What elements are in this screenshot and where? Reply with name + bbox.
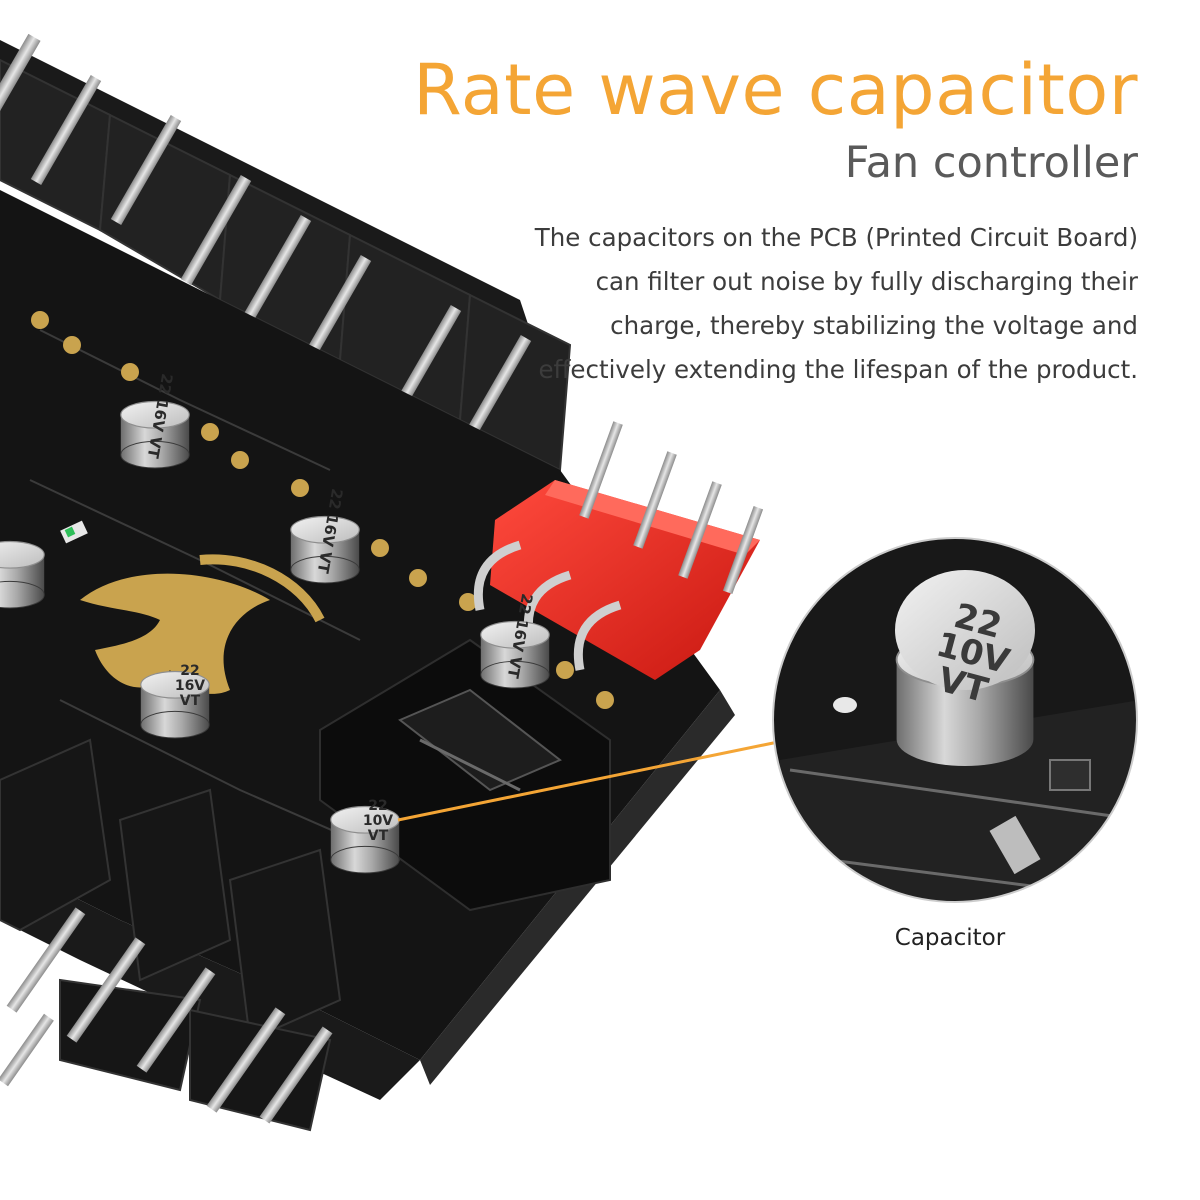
callout-label: Capacitor — [894, 925, 1006, 951]
red-power-header — [473, 421, 764, 680]
bottom-header-row — [0, 738, 420, 1132]
callout-line — [397, 740, 779, 822]
svg-text:22: 22 — [368, 798, 387, 814]
svg-text:VT: VT — [180, 693, 201, 709]
svg-text:10V: 10V — [363, 813, 393, 829]
svg-text:16V: 16V — [175, 678, 205, 694]
svg-text:22: 22 — [180, 663, 199, 679]
top-header-row — [0, 33, 572, 472]
gold-logo — [80, 573, 270, 694]
description-paragraph: The capacitors on the PCB (Printed Circu… — [534, 223, 1138, 384]
svg-text:VT: VT — [368, 828, 389, 844]
board-capacitors: 22 16V VT 22 16V VT 22 16V VT 22 16V VT … — [0, 372, 550, 874]
zoom-inset: 22 10V VT — [772, 537, 1138, 903]
subheadline: Fan controller — [844, 138, 1138, 188]
headline: Rate wave capacitor — [413, 49, 1138, 131]
